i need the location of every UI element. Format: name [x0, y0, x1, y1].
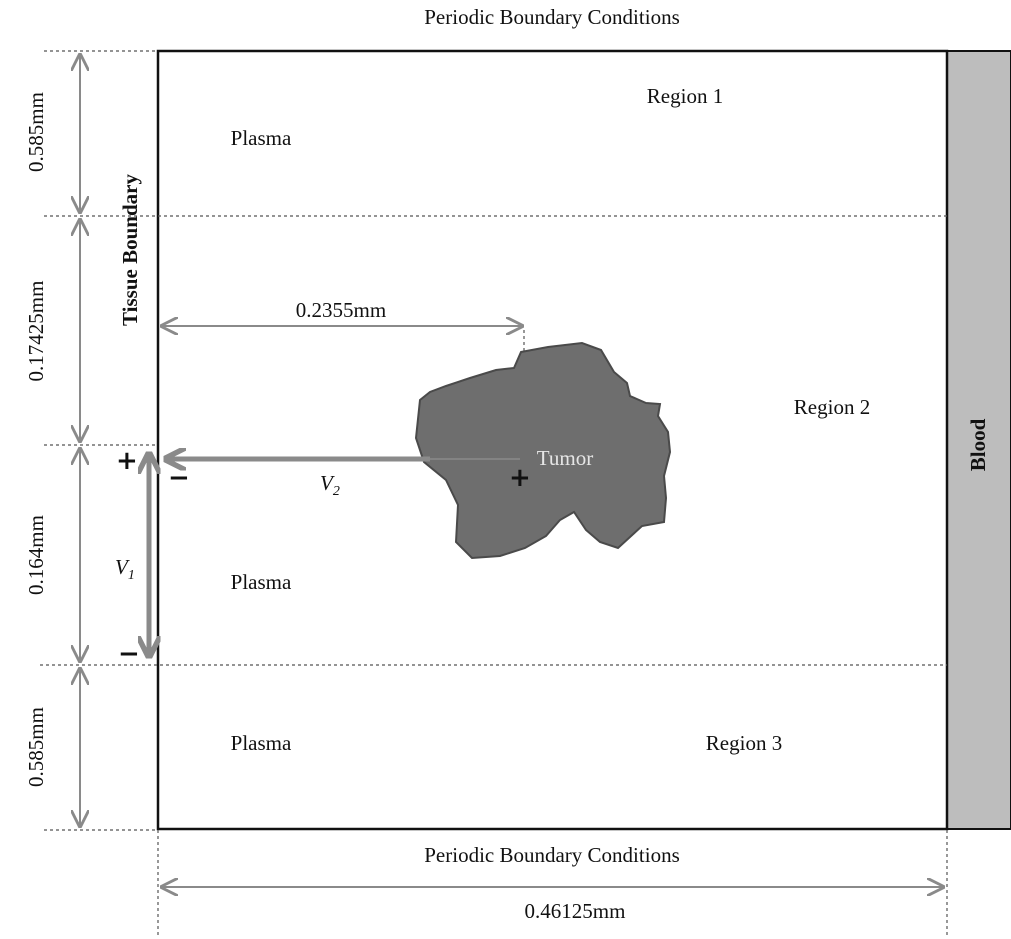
plasma-label-middle: Plasma — [231, 570, 292, 594]
bottom-boundary-label: Periodic Boundary Conditions — [424, 843, 680, 867]
top-boundary-label: Periodic Boundary Conditions — [424, 5, 680, 29]
vector-v1-label: V1 — [115, 555, 135, 583]
vector-v2-main: V — [320, 471, 335, 495]
dimension-label-lower-middle: 0.164mm — [24, 515, 48, 595]
vector-v2-label: V2 — [320, 471, 340, 499]
dimension-label-upper-middle: 0.17425mm — [24, 281, 48, 382]
tumor-center-plus-sign: + — [509, 463, 531, 493]
tumor-shape — [414, 341, 672, 560]
dimension-label-total-width: 0.46125mm — [525, 899, 626, 923]
plasma-label-top: Plasma — [231, 126, 292, 150]
vector-v1-subscript: 1 — [128, 568, 135, 583]
domain-frame — [156, 49, 949, 831]
tumor-label: Tumor — [537, 446, 593, 470]
blood-region — [946, 50, 1011, 830]
vector-v1-main: V — [115, 555, 130, 579]
dimension-label-region-3: 0.585mm — [24, 707, 48, 787]
blood-label: Blood — [966, 418, 990, 471]
v2-minus-sign: − — [168, 463, 190, 493]
region-3-label: Region 3 — [706, 731, 782, 755]
tissue-boundary-label: Tissue Boundary — [118, 174, 142, 326]
v1-plus-sign: + — [116, 446, 138, 476]
plasma-label-bottom: Plasma — [231, 731, 292, 755]
dimension-label-tumor-offset: 0.2355mm — [296, 298, 386, 322]
region-2-label: Region 2 — [794, 395, 870, 419]
dimension-label-region-1: 0.585mm — [24, 92, 48, 172]
v1-minus-sign: − — [118, 639, 140, 669]
vector-v2-subscript: 2 — [333, 484, 340, 499]
region-1-label: Region 1 — [647, 84, 723, 108]
